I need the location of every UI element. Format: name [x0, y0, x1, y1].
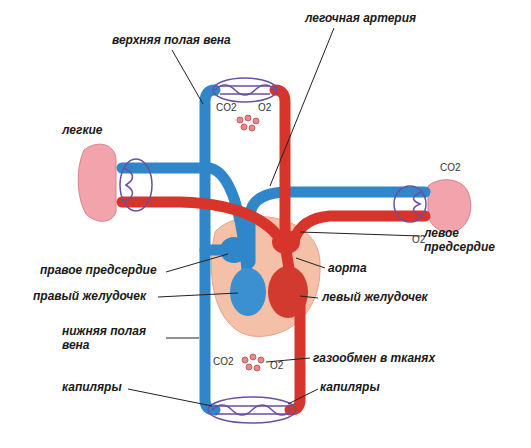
part-label: аорта [328, 261, 367, 275]
gas-label: CO2 [216, 102, 237, 114]
part-label: легочная артерия [305, 11, 416, 25]
part-label: газообмен в тканях [313, 351, 435, 365]
part-label: нижняя полая вена [62, 324, 166, 352]
part-label: левый желудочек [322, 290, 428, 304]
gas-label: O2 [412, 234, 425, 246]
part-label: верхняя полая вена [112, 33, 231, 47]
part-label: правое предсердие [40, 263, 157, 277]
part-label: капиляры [320, 380, 380, 394]
part-label: легкие [62, 123, 102, 137]
gas-label: CO2 [440, 162, 461, 174]
gas-label: O2 [258, 102, 271, 114]
part-label: правый желудочек [33, 289, 146, 303]
gas-label: CO2 [213, 356, 234, 368]
gas-label: O2 [270, 360, 283, 372]
part-label: капиляры [62, 380, 122, 394]
part-label: левое предсердие [424, 226, 504, 254]
